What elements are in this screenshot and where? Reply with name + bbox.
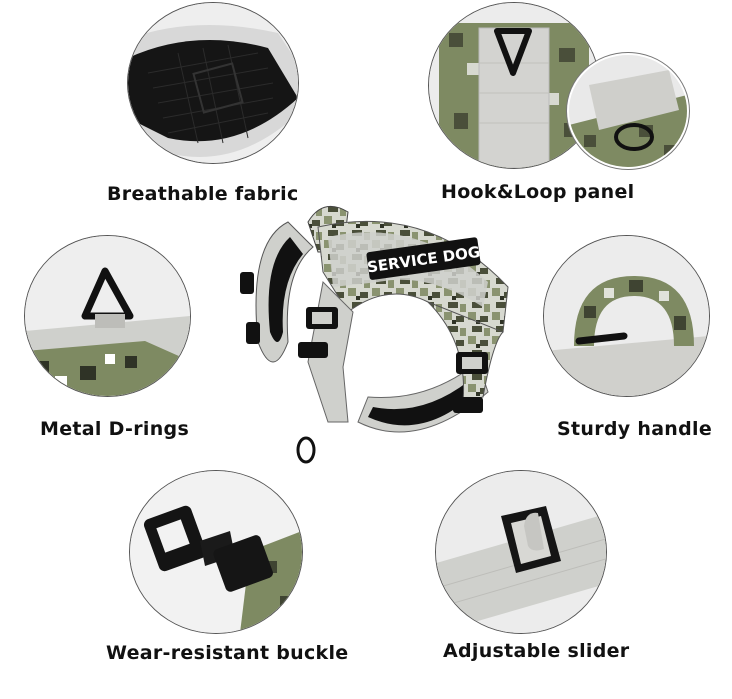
label-metal-d-rings: Metal D-rings	[40, 418, 190, 440]
hook-loop-detail-illustration	[569, 55, 687, 167]
adjustable-slider-illustration	[436, 471, 606, 633]
label-breathable-fabric: Breathable fabric	[107, 183, 299, 205]
label-wear-resistant-buckle: Wear-resistant buckle	[106, 642, 349, 664]
hook-loop-detail-inset	[567, 53, 689, 169]
sturdy-handle-photo	[543, 235, 710, 397]
harness-illustration: SERVICE DOG	[240, 205, 509, 464]
breathable-fabric-illustration	[128, 3, 298, 163]
label-sturdy-handle: Sturdy handle	[557, 418, 713, 440]
harness-product-image: SERVICE DOG	[228, 192, 518, 472]
label-adjustable-slider: Adjustable slider	[443, 640, 630, 662]
breathable-fabric-photo	[127, 2, 299, 164]
label-hook-loop-panel: Hook&Loop panel	[441, 181, 635, 203]
hook-loop-panel-illustration	[429, 3, 599, 168]
wear-resistant-buckle-illustration	[130, 471, 302, 633]
metal-d-rings-illustration	[25, 236, 190, 396]
wear-resistant-buckle-photo	[129, 470, 303, 634]
sturdy-handle-illustration	[544, 236, 709, 396]
metal-d-rings-photo	[24, 235, 191, 397]
adjustable-slider-photo	[435, 470, 607, 634]
hook-loop-panel-photo	[428, 2, 600, 169]
